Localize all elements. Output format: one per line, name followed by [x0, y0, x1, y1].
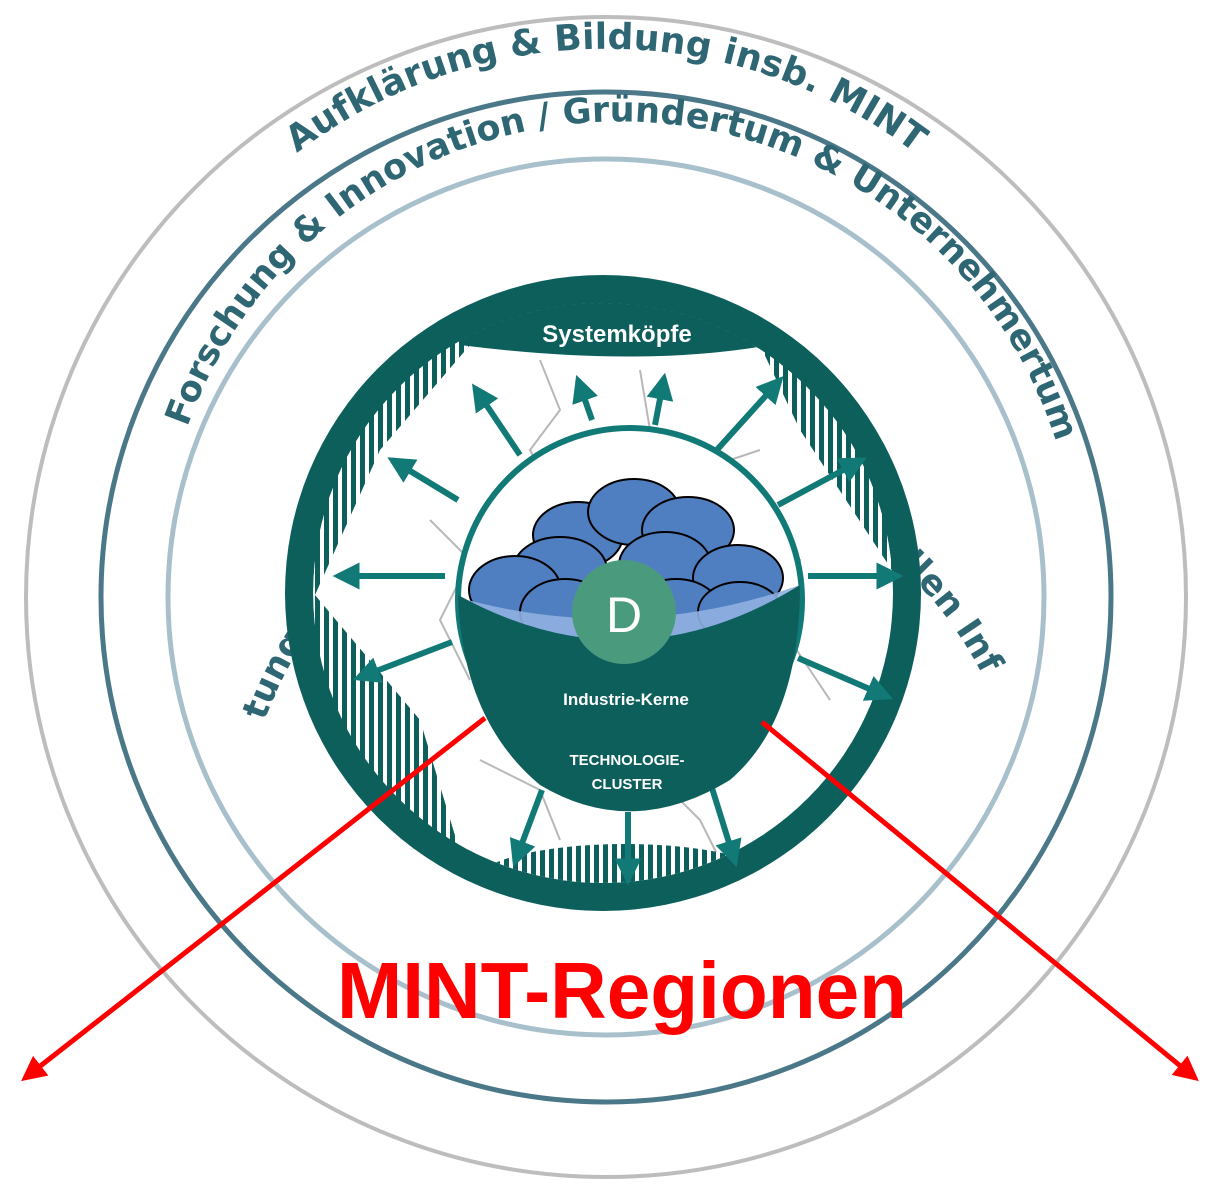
arrow — [471, 383, 523, 457]
arrow — [646, 372, 674, 426]
red-arrow-left — [21, 716, 487, 1082]
arrow — [509, 788, 545, 868]
systemkoepfe-label: Systemköpfe — [542, 321, 691, 348]
core-d-letter: D — [606, 587, 642, 643]
technologie-label: TECHNOLOGIE- — [570, 752, 685, 769]
systemkoepfe-cap — [440, 303, 780, 357]
industrie-kerne-label: Industrie-Kerne — [563, 690, 689, 709]
arrow — [709, 787, 742, 868]
outer-ring-label: Aufklärung & Bildung insb. MINT — [278, 17, 934, 161]
inner-ring — [165, 156, 1047, 1038]
cluster-label: CLUSTER — [592, 776, 663, 793]
arrow — [352, 639, 454, 683]
arrow — [712, 375, 784, 455]
arrow — [796, 655, 893, 701]
arrow — [387, 457, 460, 503]
arrow — [572, 374, 598, 421]
arrow — [776, 457, 867, 508]
outer-ring — [24, 15, 1188, 1179]
middle-ring — [98, 89, 1114, 1105]
cluster-cup — [458, 585, 800, 812]
core-d-circle — [572, 560, 676, 664]
outward-arrows — [332, 372, 904, 886]
red-arrow-right — [760, 720, 1199, 1082]
mint-regionen-title: MINT-Regionen — [337, 946, 907, 1035]
